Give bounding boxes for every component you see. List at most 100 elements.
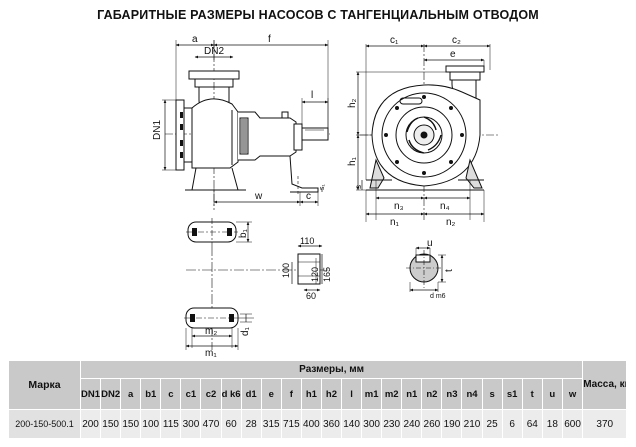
dimension-cell: 315 [260, 409, 282, 439]
dim-label-l: l [311, 90, 313, 101]
technical-drawing: a f DN2 DN1 l w c s₁ [152, 34, 500, 359]
mass-column-header: Масса, кг [582, 360, 628, 410]
dimension-cell: 260 [421, 409, 443, 439]
dimension-cell: 28 [240, 409, 262, 439]
column-header: d k6 [220, 378, 242, 410]
dim-label-n4: n₄ [440, 201, 450, 212]
flange-detail-labels: 110 60 100 120 165 [281, 236, 332, 301]
dim-label-c: c [306, 191, 311, 202]
dimension-cell: 115 [160, 409, 182, 439]
dim-label-h1: h₁ [347, 156, 358, 166]
dim-label-c1: c₁ [390, 35, 399, 46]
dimension-cell: 150 [120, 409, 142, 439]
dim-label-dm6: d m6 [430, 293, 446, 300]
dim-label-a: a [192, 34, 198, 45]
column-header: a [120, 378, 142, 410]
column-header: m2 [381, 378, 403, 410]
table-header-row: Марка Размеры, мм Масса, кг [8, 360, 628, 410]
base-detail-labels: m₂ m₁ d₁ [205, 326, 251, 359]
column-header: t [521, 378, 543, 410]
dimension-cell: 300 [180, 409, 202, 439]
column-header: n4 [461, 378, 483, 410]
dim-label-u: u [427, 238, 433, 249]
column-header: c2 [200, 378, 222, 410]
dimension-cell: 100 [140, 409, 162, 439]
dimension-cell: 25 [481, 409, 503, 439]
column-header: c1 [180, 378, 202, 410]
dim-label-dn1: DN1 [152, 120, 163, 140]
dim-label-120: 120 [310, 267, 320, 282]
column-header: DN2 [100, 378, 122, 410]
dim-label-t: t [444, 269, 455, 272]
dim-label-100: 100 [281, 263, 291, 278]
dim-label-110: 110 [300, 236, 314, 246]
dimension-cell: 64 [521, 409, 543, 439]
column-header: s1 [501, 378, 523, 410]
dim-label-m1: m₁ [205, 348, 217, 359]
shaft-detail [406, 246, 446, 292]
column-header: c [160, 378, 182, 410]
column-header: f [280, 378, 302, 410]
dim-label-s: s [354, 185, 363, 189]
dim-label-n1: n₁ [390, 217, 400, 228]
dimension-cell: 715 [280, 409, 302, 439]
dimension-cell: 200 [79, 409, 102, 439]
model-cell: 200-150-500.1 [8, 409, 81, 439]
dim-label-h2: h₂ [347, 98, 358, 108]
flange-detail [291, 244, 323, 292]
column-header: DN1 [79, 378, 102, 410]
column-header: m1 [361, 378, 383, 410]
dimension-cell: 300 [361, 409, 383, 439]
column-header: d1 [240, 378, 262, 410]
dimension-cell: 150 [100, 409, 122, 439]
dimensions-group-header: Размеры, мм [79, 360, 584, 379]
dim-label-m2: m₂ [205, 326, 217, 337]
front-view-labels: c₁ c₂ e h₂ h₁ s n₃ n₄ n₁ n₂ [347, 35, 461, 228]
dim-label-165: 165 [322, 267, 332, 282]
dim-label-dn2: DN2 [204, 46, 224, 57]
dimension-cell: 360 [320, 409, 343, 439]
column-header: u [541, 378, 563, 410]
shaft-detail-labels: u t d m6 [427, 238, 455, 300]
dim-label-e: e [450, 49, 456, 60]
column-header: h2 [320, 378, 343, 410]
dim-label-60: 60 [306, 291, 316, 301]
column-header: n2 [421, 378, 443, 410]
front-view [356, 44, 500, 222]
dim-label-c2: c₂ [452, 35, 461, 46]
dim-label-s1: s₁ [319, 184, 326, 191]
dim-label-n3: n₃ [394, 201, 404, 212]
dimension-cell: 470 [200, 409, 222, 439]
side-view-labels: a f DN2 DN1 l w c s₁ [152, 34, 326, 202]
model-column-header: Марка [8, 360, 81, 410]
column-header: b1 [140, 378, 162, 410]
column-header: w [561, 378, 584, 410]
dimension-cell: 18 [541, 409, 563, 439]
dimension-cell: 60 [220, 409, 242, 439]
dim-label-n2: n₂ [446, 217, 456, 228]
column-header: l [341, 378, 363, 410]
page-title: ГАБАРИТНЫЕ РАЗМЕРЫ НАСОСОВ С ТАНГЕНЦИАЛЬ… [97, 8, 539, 22]
base-detail [184, 307, 254, 350]
dimension-cell: 230 [381, 409, 403, 439]
dimension-cell: 140 [341, 409, 363, 439]
dim-label-f: f [268, 34, 271, 45]
dimension-cell: 400 [300, 409, 322, 439]
dimension-cell: 6 [501, 409, 523, 439]
foot-detail [186, 218, 252, 246]
dim-label-d1: d₁ [240, 326, 251, 336]
dim-label-w: w [254, 191, 263, 202]
column-header: n1 [401, 378, 423, 410]
dimension-cell: 240 [401, 409, 423, 439]
dimension-cell: 190 [441, 409, 463, 439]
column-header: s [481, 378, 503, 410]
mass-cell: 370 [582, 409, 628, 439]
column-header: e [260, 378, 282, 410]
dimension-cell: 210 [461, 409, 483, 439]
dim-label-b1: b₁ [238, 228, 249, 238]
